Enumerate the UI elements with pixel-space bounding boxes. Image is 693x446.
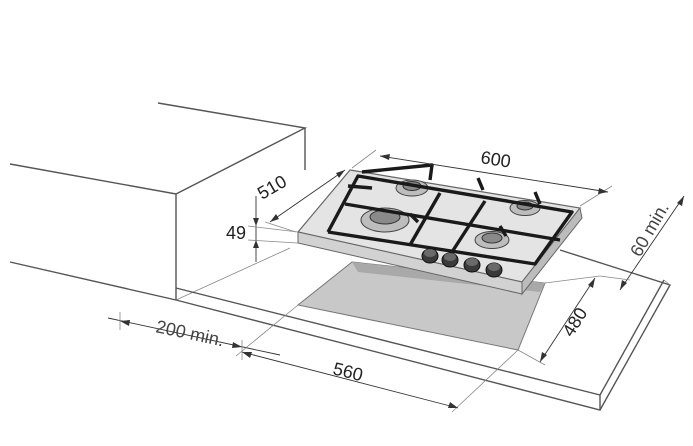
knob-icon — [424, 249, 436, 257]
hob-height-label: 49 — [226, 223, 246, 243]
control-knobs — [421, 248, 503, 278]
worktop — [9, 249, 672, 411]
knob-icon — [488, 263, 500, 271]
hob-depth-label: 510 — [254, 171, 290, 203]
hob — [296, 163, 583, 296]
dimension-hob-height: 49 — [226, 196, 299, 262]
side-clearance-label: 200 min. — [154, 316, 226, 350]
knob-icon — [466, 258, 478, 266]
hob-side-edge — [521, 206, 583, 296]
burner-front-right — [474, 231, 510, 249]
side-cabinet — [9, 102, 308, 301]
dimension-hob-width: 600 — [351, 147, 613, 207]
knob-1 — [421, 248, 439, 264]
hob-width-label: 600 — [479, 147, 512, 171]
cutout-width-label: 560 — [331, 358, 365, 385]
back-clearance-label: 60 min. — [626, 199, 673, 260]
cutout-depth-label: 480 — [558, 304, 591, 340]
dimension-side-clearance: 200 min. — [107, 312, 281, 360]
burner-icon — [481, 232, 503, 244]
knob-4 — [485, 262, 503, 278]
pan-supports — [326, 163, 574, 266]
knob-2 — [441, 252, 459, 268]
knob-icon — [444, 253, 456, 261]
knob-3 — [463, 257, 481, 273]
